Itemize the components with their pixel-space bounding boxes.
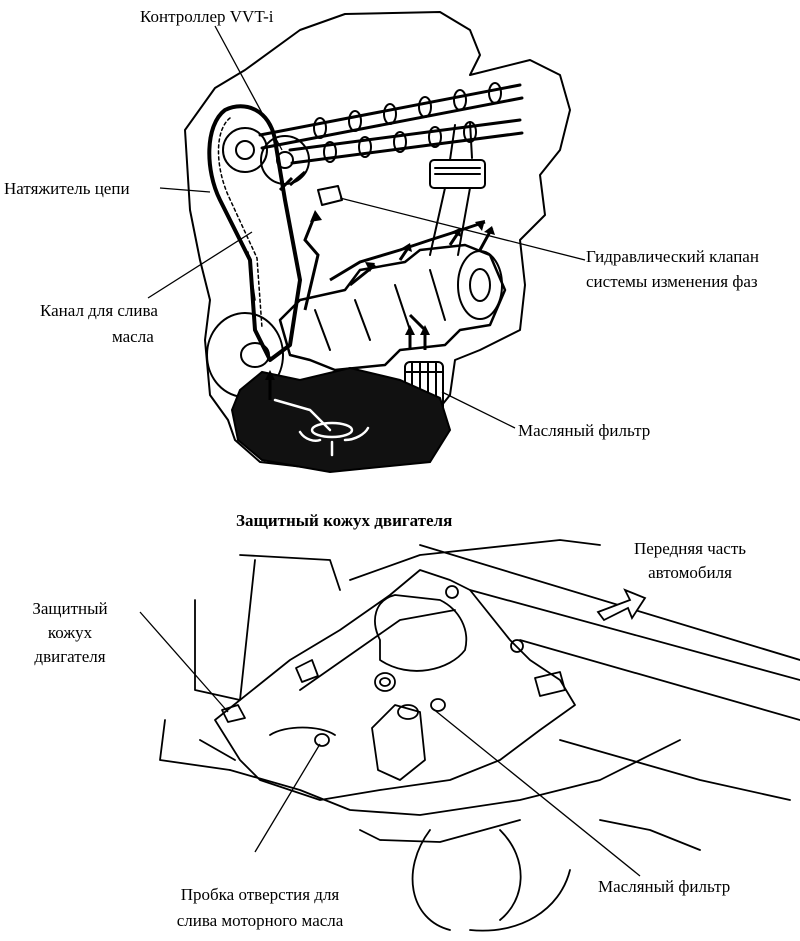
leader-cover [139, 611, 229, 713]
leader-filter-bottom [431, 707, 641, 877]
oil-control-valve [317, 185, 343, 206]
engine-undercover [214, 569, 576, 801]
label-front-2: автомобиля [648, 563, 732, 582]
label-oil-filter-top: Масляный фильтр [518, 421, 651, 440]
oil-filter-bottom [371, 704, 426, 781]
bottom-diagram-title: Защитный кожух двигателя [236, 511, 453, 530]
engine-block-outline [184, 11, 571, 471]
leader-oil-filter [441, 391, 516, 429]
leader-drain [147, 231, 253, 299]
leader-tensioner [159, 187, 211, 193]
vehicle-body-lines [194, 539, 800, 721]
crankshaft [278, 243, 507, 372]
connecting-rod [429, 187, 471, 256]
oil-flow-arrows [303, 214, 320, 311]
piston [429, 159, 486, 189]
leader-ocv [339, 197, 586, 261]
label-chain-tensioner: Натяжитель цепи [4, 179, 130, 198]
label-drain-plug-1: Пробка отверстия для [180, 885, 340, 904]
leader-drain-plug [254, 743, 321, 853]
label-ocv-2: системы изменения фаз [586, 272, 758, 291]
front-direction-arrow [596, 588, 647, 622]
cam-sprocket [222, 127, 268, 173]
label-oil-filter-bottom: Масляный фильтр [598, 877, 731, 896]
leader-vvt [214, 25, 283, 151]
label-drain-channel-1: Канал для слива [40, 301, 158, 320]
mount-tab-mid [295, 659, 319, 683]
label-drain-channel-2: масла [112, 327, 154, 346]
mount-tab-left [221, 704, 246, 723]
wheel [411, 829, 571, 932]
label-cover-1: Защитный [32, 599, 108, 618]
label-drain-plug-2: слива моторного масла [176, 911, 344, 930]
label-ocv-1: Гидравлический клапан [586, 247, 759, 266]
oil-pan [230, 366, 452, 474]
label-cover-2: кожух [47, 623, 93, 642]
intake-camshaft [258, 83, 522, 137]
label-cover-3: двигателя [34, 647, 106, 666]
mount-tab-right [534, 671, 566, 697]
label-front-1: Передняя часть [633, 539, 747, 558]
label-vvt-controller: Контроллер VVT-i [140, 7, 274, 26]
drain-plug [314, 733, 330, 747]
